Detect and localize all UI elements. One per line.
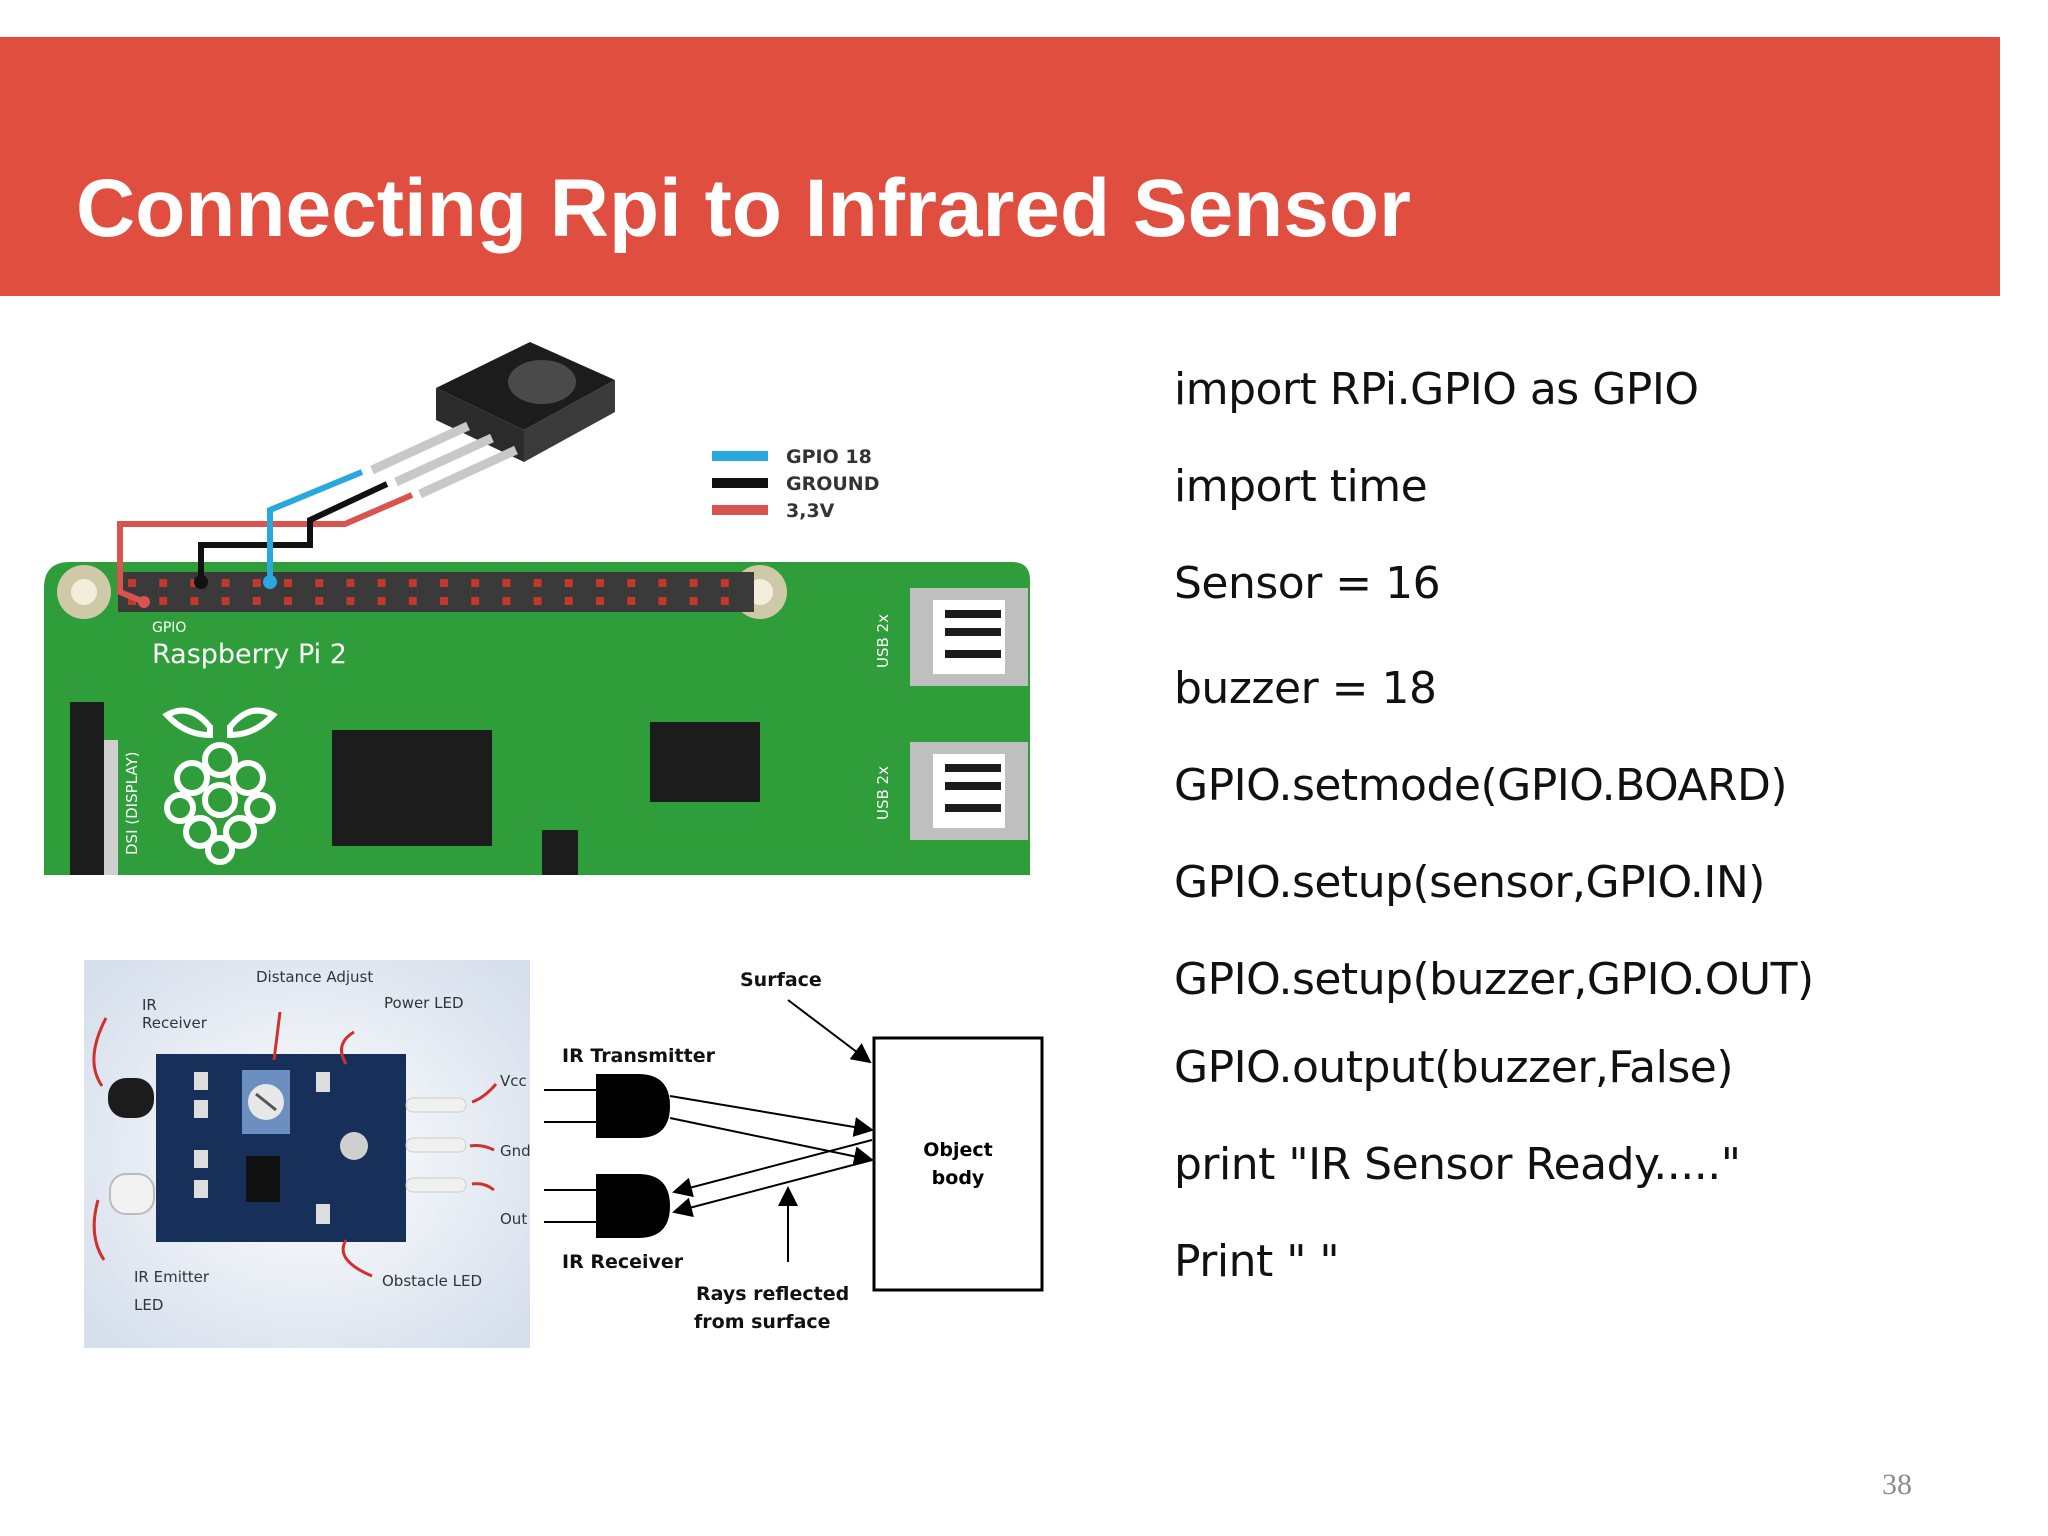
ir-receiver-bulb	[108, 1078, 154, 1118]
code-line: GPIO.setup(sensor,GPIO.IN)	[1174, 857, 1765, 908]
rpi-board	[44, 562, 1030, 875]
rpi-wiring-figure: DSI (DISPLAY) GPIO Raspberry Pi 2 USB 2x…	[44, 342, 1030, 875]
ir-sensor-component	[370, 342, 615, 499]
label-gnd: Gnd	[500, 1142, 530, 1160]
gpio-pin	[596, 579, 604, 587]
code-line: GPIO.setmode(GPIO.BOARD)	[1174, 760, 1788, 811]
legend-ground: GROUND	[786, 473, 879, 495]
usb-chip	[650, 722, 760, 802]
ir-receiver-symbol	[596, 1174, 670, 1238]
code-line: Print " "	[1174, 1236, 1340, 1287]
usb-label-bottom: USB 2x	[874, 766, 892, 820]
gpio-pin	[720, 597, 729, 605]
gpio-pin	[315, 597, 324, 605]
label-ir-receiver-2: Receiver	[142, 1014, 208, 1032]
gpio-pin	[252, 579, 261, 587]
gpio-pin	[471, 579, 480, 587]
ir-emitter-bulb	[109, 1173, 155, 1215]
gpio-pin	[533, 579, 542, 587]
gpio-pin	[159, 579, 168, 587]
wire-3v3	[117, 492, 414, 605]
gpio-pin	[377, 579, 386, 587]
gpio-pin	[720, 579, 729, 587]
gpio-pin	[689, 579, 698, 587]
gpio-pin	[315, 579, 324, 587]
label-rays-1: Rays reflected	[696, 1283, 849, 1305]
gpio-pin	[502, 579, 511, 587]
page-number: 38	[1882, 1468, 1912, 1501]
gpio-pin	[377, 597, 386, 605]
gpio-pin	[159, 597, 168, 605]
gpio-pin	[440, 579, 448, 587]
dsi-label: DSI (DISPLAY)	[123, 752, 141, 855]
gpio-pin	[627, 579, 636, 587]
label-ir-emitter-1: IR Emitter	[134, 1268, 210, 1286]
ir-module-figure: IR Receiver Distance Adjust Power LED Vc…	[84, 960, 530, 1348]
label-object-2: body	[932, 1167, 985, 1189]
gpio-pin	[533, 597, 542, 605]
label-vcc: Vcc	[500, 1072, 527, 1090]
gpio-pin	[221, 597, 230, 605]
usb-label-top: USB 2x	[874, 614, 892, 668]
gpio-pin	[408, 579, 417, 587]
code-line: import RPi.GPIO as GPIO	[1174, 364, 1699, 415]
label-surface: Surface	[740, 969, 822, 991]
usb-port-bottom	[910, 742, 1028, 840]
label-rays-2: from surface	[694, 1311, 831, 1333]
gpio-pin	[284, 597, 292, 605]
label-out: Out	[500, 1210, 527, 1228]
gpio-pin	[440, 597, 448, 605]
label-object-1: Object	[923, 1139, 993, 1161]
label-distance-adjust: Distance Adjust	[256, 968, 373, 986]
gpio-pin	[252, 597, 261, 605]
gpio-pin	[128, 579, 136, 587]
object-body-box	[872, 1036, 1044, 1292]
code-line: Sensor = 16	[1174, 558, 1441, 609]
gpio-pin	[346, 597, 355, 605]
legend-3v3: 3,3V	[786, 500, 835, 522]
wire-ground	[198, 481, 389, 582]
usb-port-top	[910, 588, 1028, 686]
gpio-pin	[627, 597, 636, 605]
code-line: GPIO.setup(buzzer,GPIO.OUT)	[1174, 954, 1814, 1005]
label-ir-receiver-1: IR	[142, 996, 157, 1014]
ir-principle-figure: Surface IR Transmitter IR Receiver Rays …	[544, 969, 1044, 1333]
board-name: Raspberry Pi 2	[152, 639, 347, 670]
gpio-pin	[564, 579, 573, 587]
label-obstacle-led: Obstacle LED	[382, 1272, 482, 1290]
wiring-legend: GPIO 18 GROUND 3,3V	[712, 446, 879, 522]
slide-title: Connecting Rpi to Infrared Sensor	[76, 163, 1411, 254]
gpio-pin	[284, 579, 292, 587]
board-gpio-label: GPIO	[152, 620, 186, 636]
gpio-pin	[346, 579, 355, 587]
legend-gpio18: GPIO 18	[786, 446, 872, 468]
soc-chip	[332, 730, 492, 846]
gpio-pin	[689, 597, 698, 605]
label-ir-transmitter: IR Transmitter	[562, 1045, 716, 1067]
label-power-led: Power LED	[384, 994, 464, 1012]
gpio-pin	[564, 597, 573, 605]
code-line: GPIO.output(buzzer,False)	[1174, 1042, 1734, 1093]
gpio-pin	[190, 597, 199, 605]
label-ir-receiver: IR Receiver	[562, 1251, 684, 1273]
gpio-pin	[658, 579, 667, 587]
gpio-pin	[502, 597, 511, 605]
label-ir-emitter-2: LED	[134, 1296, 163, 1314]
raspberry-logo	[162, 707, 278, 865]
gpio-pin	[471, 597, 480, 605]
ir-transmitter-symbol	[596, 1074, 670, 1138]
code-line: buzzer = 18	[1174, 663, 1437, 714]
gpio-pin	[128, 597, 136, 605]
title-bar	[0, 37, 2000, 296]
wire-gpio18	[267, 469, 364, 582]
gpio-pin	[596, 597, 604, 605]
gpio-pin	[408, 597, 417, 605]
code-line: import time	[1174, 461, 1428, 512]
code-line: print "IR Sensor Ready....."	[1174, 1139, 1741, 1190]
gpio-pin	[221, 579, 230, 587]
gpio-header	[118, 572, 754, 612]
gpio-pin	[658, 597, 667, 605]
